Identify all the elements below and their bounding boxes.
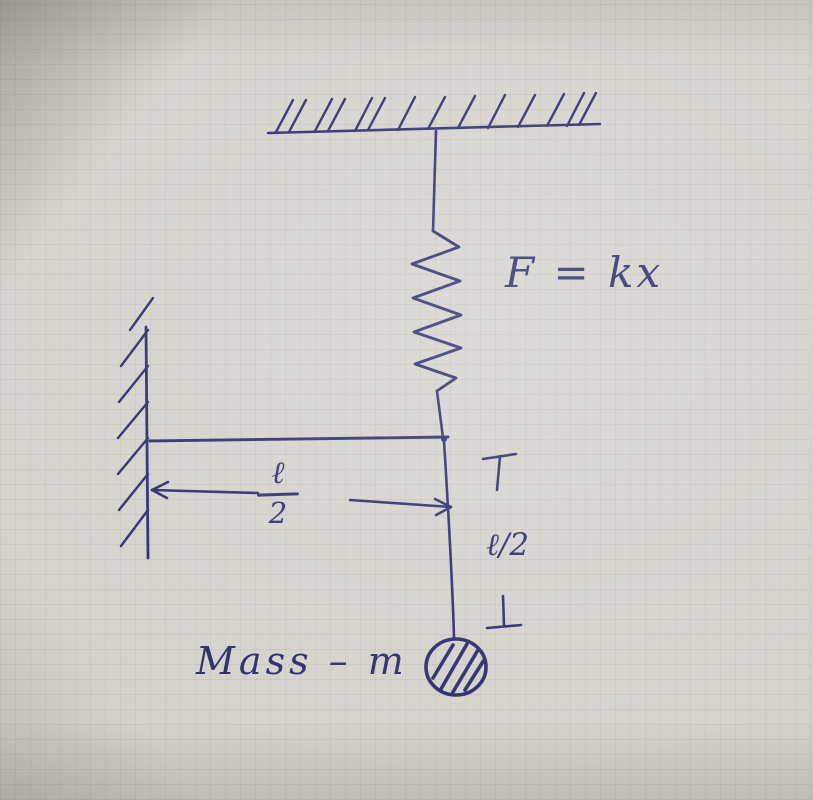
hatch-stroke [366, 96, 387, 132]
pendulum-string [442, 439, 456, 639]
vertical-dimension-marker [481, 452, 523, 630]
dimension-top-stem [495, 454, 502, 492]
hatch-stroke [313, 97, 334, 133]
hatch-stroke [274, 98, 295, 134]
ceiling-hatching [274, 91, 598, 134]
hatch-stroke [439, 642, 469, 691]
ceiling-line [266, 122, 602, 135]
horizontal-length-label: ℓ 2 [252, 458, 304, 528]
hatch-stroke [119, 508, 150, 548]
arrowhead-left [150, 480, 170, 500]
dimension-bottom-cap [485, 623, 523, 630]
hatch-stroke [545, 92, 566, 128]
spring-hanger-line [431, 129, 438, 233]
fraction-denominator: 2 [268, 496, 288, 530]
hatch-stroke [396, 95, 417, 132]
hatch-stroke [128, 296, 155, 332]
hatch-stroke [456, 94, 477, 130]
arrow-shaft-left [150, 488, 260, 495]
hatch-stroke [516, 93, 537, 129]
wall-line [144, 325, 150, 560]
mass-hatching [431, 642, 486, 694]
hatch-stroke [116, 400, 150, 440]
hatch-stroke [426, 95, 447, 131]
hatch-stroke [119, 328, 150, 368]
spring-force-label: F = kx [505, 248, 664, 297]
fraction-numerator: ℓ [271, 455, 285, 491]
wall-hatching [116, 296, 155, 548]
horizontal-rod [148, 435, 450, 443]
spring-to-rod-connector [435, 389, 445, 440]
hatch-stroke [451, 648, 480, 694]
horizontal-dimension-arrow [150, 480, 453, 517]
dimension-bottom-stem [501, 594, 506, 627]
hatch-stroke [577, 91, 598, 127]
hatch-stroke [431, 643, 455, 680]
hatch-stroke [486, 93, 507, 130]
arrow-shaft-right [348, 498, 453, 509]
hatch-stroke [326, 97, 347, 133]
mass-circle [424, 637, 488, 697]
hatch-stroke [565, 91, 586, 128]
hatch-stroke [463, 658, 486, 692]
hatch-stroke [116, 436, 150, 476]
spring-coil [410, 229, 463, 393]
hatch-stroke [117, 364, 150, 404]
hatch-stroke [353, 96, 374, 133]
ink-strokes [116, 91, 602, 697]
hatch-stroke [287, 98, 308, 134]
vertical-length-label: ℓ/2 [486, 527, 530, 563]
hatch-stroke [117, 472, 150, 512]
mass-label: Mass – m [196, 639, 408, 683]
